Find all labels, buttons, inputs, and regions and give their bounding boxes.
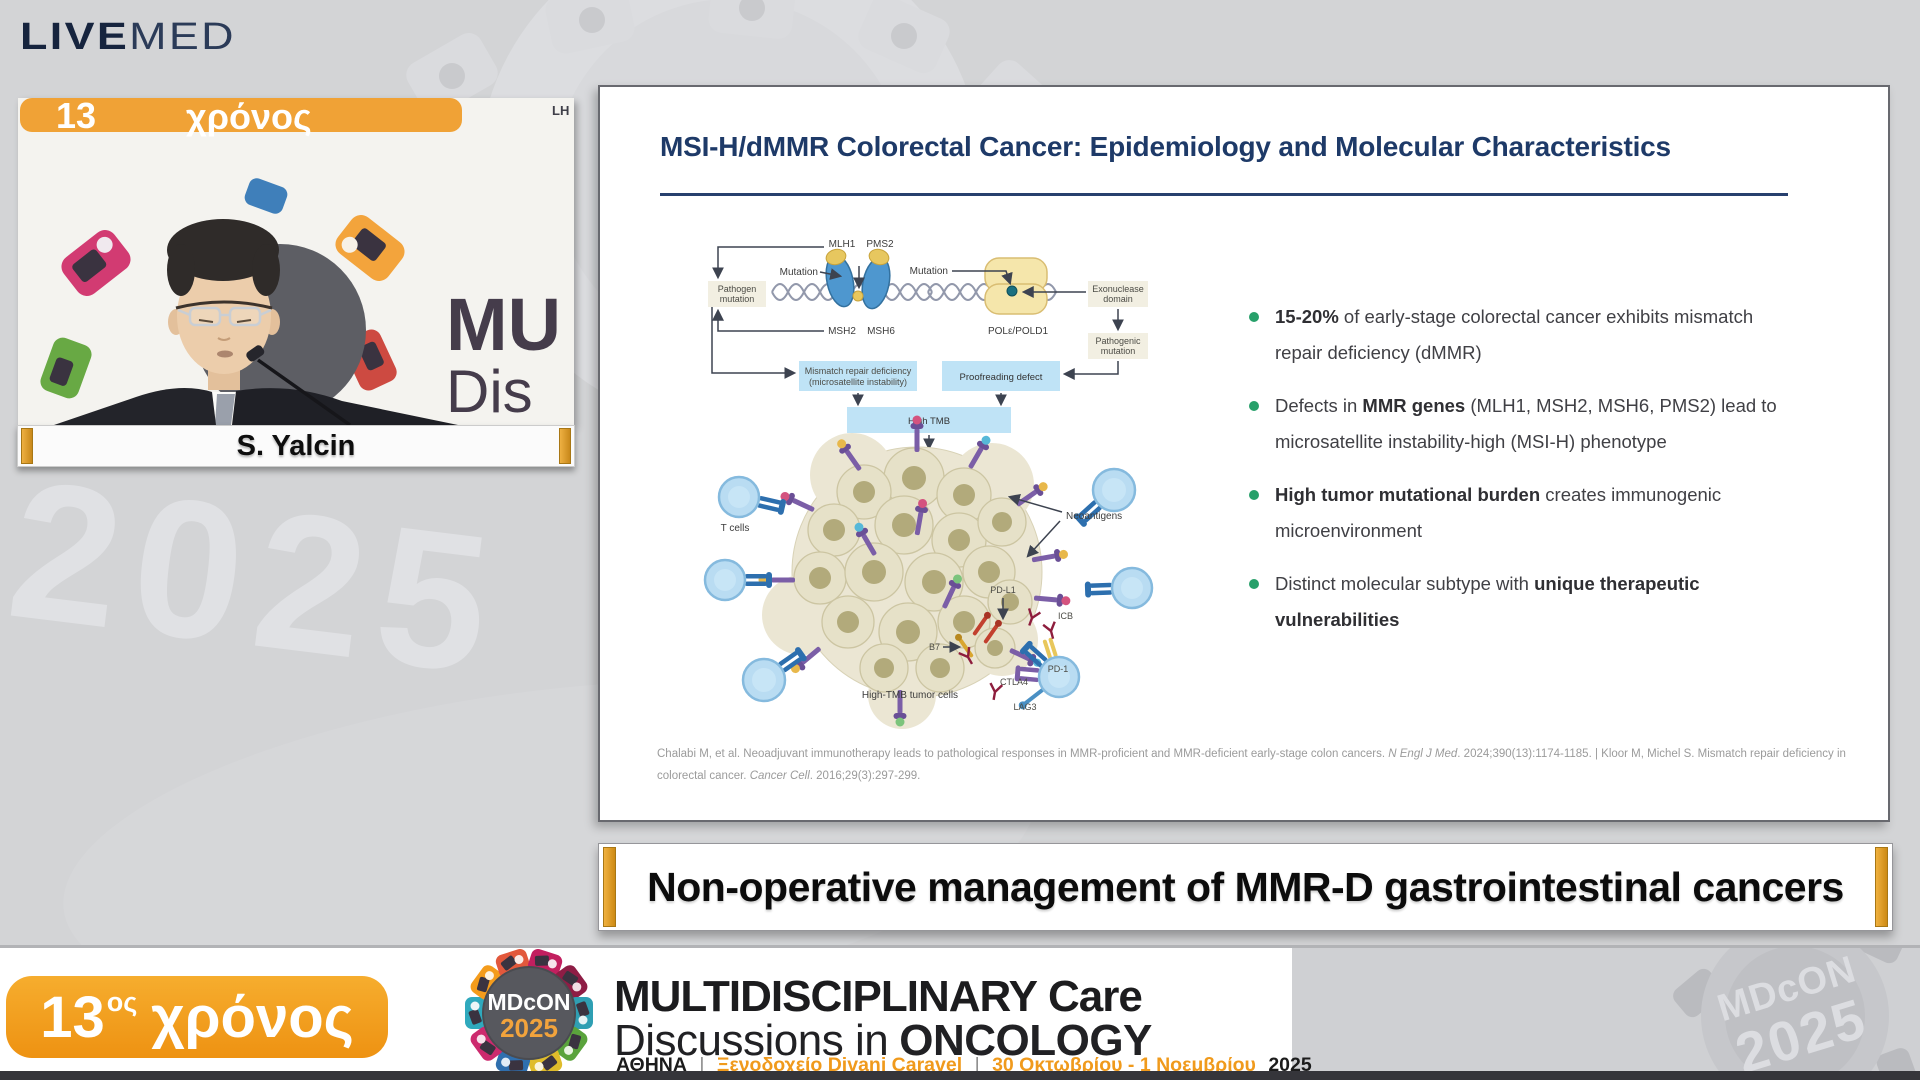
conference-title-care: Care bbox=[1047, 972, 1143, 1021]
bullet-dot bbox=[1249, 490, 1259, 500]
svg-text:(microsatellite instability): (microsatellite instability) bbox=[809, 377, 907, 387]
svg-text:13: 13 bbox=[56, 98, 96, 136]
venue-separator-2: | bbox=[974, 1054, 980, 1076]
year-watermark: 2025 bbox=[0, 438, 514, 717]
bullet-dot bbox=[1249, 401, 1259, 411]
year-badge: 13 ος χρόνος bbox=[6, 976, 388, 1058]
venue-hotel: Ξενοδοχείο Divani Caravel bbox=[716, 1054, 963, 1076]
speaker-nameplate: S. Yalcin bbox=[17, 425, 575, 467]
svg-text:High TMB: High TMB bbox=[908, 416, 950, 427]
slide-title: MSI-H/dMMR Colorectal Cancer: Epidemiolo… bbox=[660, 131, 1671, 162]
diagram-label-lag3: LAG3 bbox=[1013, 702, 1036, 712]
mmr-protein-complex bbox=[825, 248, 891, 310]
svg-text:Pathogenic: Pathogenic bbox=[1095, 336, 1141, 346]
svg-text:χρόνος: χρόνος bbox=[186, 98, 312, 137]
banner-left-edge bbox=[603, 847, 616, 927]
mdcon-logo-year: 2025 bbox=[500, 1013, 558, 1043]
diagram-label-pd1: PD-1 bbox=[1048, 664, 1069, 674]
talk-title: Non-operative management of MMR-D gastro… bbox=[647, 863, 1844, 910]
conference-venue: ΑΘΗΝΑ | Ξενοδοχείο Divani Caravel | 30 Ο… bbox=[616, 1054, 1312, 1077]
backdrop-banner: 13 χρόνος bbox=[20, 98, 462, 137]
banner-right-edge bbox=[1875, 847, 1888, 927]
conference-title-main: MULTIDISCIPLINARY bbox=[614, 972, 1038, 1021]
svg-text:domain: domain bbox=[1103, 294, 1133, 304]
diagram-label-msh6: MSH6 bbox=[867, 326, 895, 337]
diagram-label-pole: POLε/POLD1 bbox=[988, 326, 1048, 337]
mdcon-logo: MDcON 2025 bbox=[465, 949, 593, 1077]
diagram-label-neoantigens: Neoantigens bbox=[1066, 511, 1122, 522]
conference-subtitle-bold: ONCOLOGY bbox=[899, 1016, 1152, 1065]
slide-citation: Chalabi M, et al. Neoadjuvant immunother… bbox=[657, 747, 1846, 782]
diagram-label-mlh1: MLH1 bbox=[829, 239, 856, 250]
svg-text:Pathogen: Pathogen bbox=[718, 284, 757, 294]
bullet-dot bbox=[1249, 579, 1259, 589]
diagram-label-msh2: MSH2 bbox=[828, 326, 856, 337]
svg-text:Exonuclease: Exonuclease bbox=[1092, 284, 1144, 294]
nameplate-left-bar bbox=[21, 428, 33, 464]
venue-dates: 30 Οκτωβρίου - 1 Νοεμβρίου bbox=[992, 1054, 1256, 1076]
year-badge-number: 13 bbox=[40, 984, 105, 1050]
bullet-item: High tumor mutational burden creates imm… bbox=[1248, 477, 1788, 549]
mmr-deficiency-box: Mismatch repair deficiency (microsatelli… bbox=[799, 361, 917, 391]
speaker-name: S. Yalcin bbox=[236, 429, 356, 462]
livemed-logo-light: MED bbox=[129, 16, 236, 58]
svg-text:Mismatch repair deficiency: Mismatch repair deficiency bbox=[805, 366, 912, 376]
diagram-label-mutation-right: Mutation bbox=[910, 266, 948, 277]
video-corner-mark: LH bbox=[552, 103, 569, 118]
diagram-label-icb: ICB bbox=[1058, 611, 1073, 621]
talk-title-banner: Non-operative management of MMR-D gastro… bbox=[598, 843, 1893, 931]
venue-year: 2025 bbox=[1268, 1054, 1312, 1076]
microphone bbox=[246, 345, 352, 425]
diagram-arrows bbox=[711, 246, 1124, 451]
slide-title-rule bbox=[660, 193, 1788, 196]
pole-protein bbox=[984, 257, 1048, 315]
proofreading-defect-box: Proofreading defect bbox=[942, 361, 1060, 391]
svg-text:mutation: mutation bbox=[1101, 346, 1136, 356]
high-tmb-box: High TMB bbox=[847, 407, 1011, 433]
diagram-label-tcells: T cells bbox=[721, 523, 750, 534]
diagram-label-pms2: PMS2 bbox=[866, 239, 894, 250]
svg-text:Dis: Dis bbox=[446, 358, 533, 425]
year-badge-sup: ος bbox=[106, 986, 138, 1017]
checkpoint-zone bbox=[955, 608, 1081, 710]
venue-city: ΑΘΗΝΑ bbox=[616, 1054, 687, 1076]
svg-text:mutation: mutation bbox=[720, 294, 755, 304]
mdcon-logo-name: MDcON bbox=[487, 989, 570, 1015]
bullet-item: 15-20% of early-stage colorectal cancer … bbox=[1248, 299, 1788, 371]
speaker-video[interactable]: 13 χρόνος bbox=[18, 98, 574, 425]
bullet-item: Distinct molecular subtype with unique t… bbox=[1248, 566, 1788, 638]
bullet-item: Defects in MMR genes (MLH1, MSH2, MSH6, … bbox=[1248, 388, 1788, 460]
diagram-label-mutation-left: Mutation bbox=[780, 267, 818, 278]
diagram-label-ctla4: CTLA4 bbox=[1000, 677, 1028, 687]
t-cells bbox=[703, 467, 1154, 703]
speaker-figure bbox=[54, 219, 458, 425]
diagram-label-b7: B7 bbox=[929, 642, 940, 652]
icb-antibodies bbox=[958, 608, 1056, 701]
presentation-slide: MSI-H/dMMR Colorectal Cancer: Epidemiolo… bbox=[598, 85, 1890, 822]
slide-bullets: 15-20% of early-stage colorectal cancer … bbox=[1248, 299, 1788, 655]
svg-text:Proofreading defect: Proofreading defect bbox=[960, 372, 1043, 383]
livemed-logo: LIVEMED bbox=[20, 16, 236, 59]
pathogenic-mutation-box: Pathogenic mutation bbox=[1088, 333, 1148, 359]
mmr-diagram: MLH1 PMS2 MSH2 MSH6 Mutation Mutation PO… bbox=[703, 239, 1154, 729]
speaker-scene: 13 χρόνος bbox=[18, 98, 574, 425]
backdrop-poster-text: MU Dis bbox=[446, 283, 561, 425]
svg-text:MU: MU bbox=[446, 283, 561, 366]
nameplate-right-bar bbox=[559, 428, 571, 464]
footer-dark-strip bbox=[0, 1071, 1920, 1080]
livemed-logo-bold: LIVE bbox=[20, 16, 130, 58]
conference-subtitle-light: Discussions in bbox=[614, 1016, 889, 1065]
venue-separator-1: | bbox=[699, 1054, 705, 1076]
exonuclease-domain-box: Exonuclease domain bbox=[1088, 281, 1148, 307]
diagram-label-pdl1: PD-L1 bbox=[990, 585, 1016, 595]
footer-watermark: MDcON 2025 bbox=[1590, 948, 1920, 1071]
bullet-dot bbox=[1249, 312, 1259, 322]
year-badge-word: χρόνος bbox=[151, 984, 354, 1050]
pathogen-mutation-box: Pathogen mutation bbox=[708, 281, 766, 307]
diagram-label-tumor-caption: High-TMB tumor cells bbox=[862, 690, 958, 701]
conference-footer: MDcON 2025 13 ος χρόνος bbox=[0, 945, 1920, 1080]
